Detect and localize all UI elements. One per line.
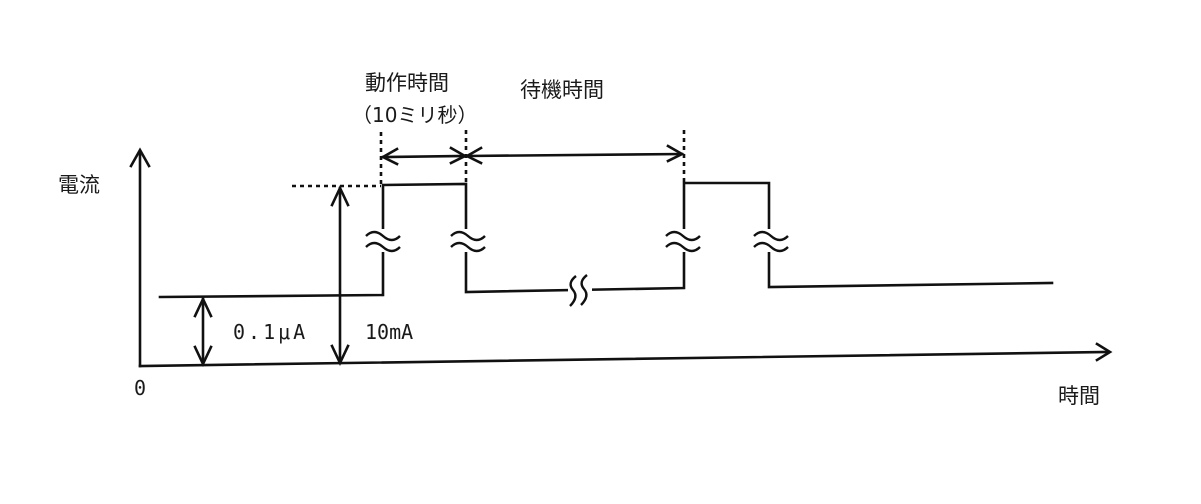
operation-time-dimension [380,146,468,166]
y-axis-label: 電流 [58,173,100,197]
operating-current-label: 10mA [365,320,413,344]
standby-time-dimension [464,144,685,165]
break-mark [753,229,789,253]
standby-time-label: 待機時間 [520,78,604,102]
current-waveform [158,181,1054,307]
axes [129,147,1113,368]
break-mark [665,229,701,253]
operation-time-detail: （10ミリ秒） [352,103,477,127]
x-axis-arrowhead [1095,342,1113,362]
x-axis-label: 時間 [1058,384,1100,408]
operating-current-dimension [330,184,350,367]
break-mark [365,229,401,253]
break-mark [450,229,486,253]
standby-current-label: 0.1μA [233,320,308,344]
x-axis [138,350,1110,368]
origin-label: 0 [134,376,146,400]
standby-current-dimension [193,295,213,368]
y-axis-arrowhead [129,147,151,168]
waveform-line [158,181,1054,299]
reference-lines [292,130,686,188]
operation-time-label: 動作時間 [365,71,449,95]
break-mark-time [568,274,592,307]
